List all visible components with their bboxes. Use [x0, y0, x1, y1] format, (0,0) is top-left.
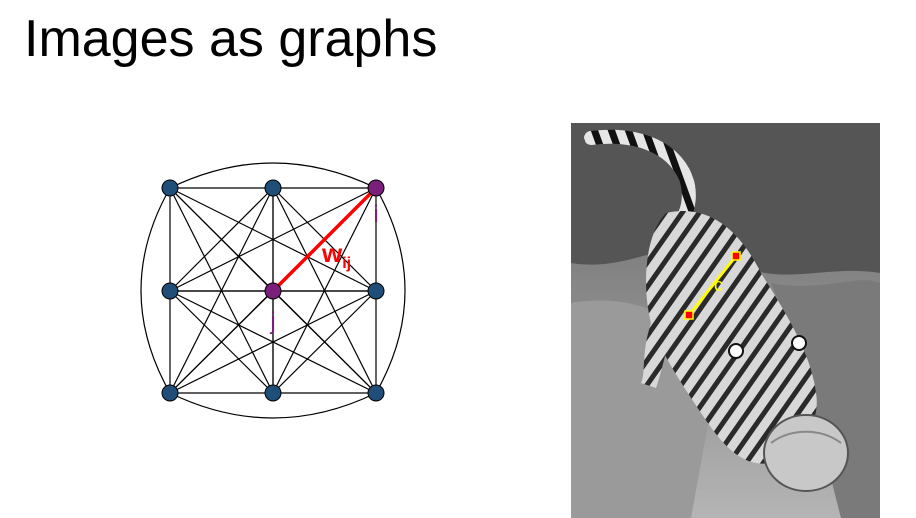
tiger-image: c — [571, 123, 880, 518]
graph-node — [367, 282, 385, 300]
edge-weight-label-sub: ij — [342, 255, 351, 272]
graph-node — [161, 282, 179, 300]
annotation-line — [687, 255, 738, 316]
ball — [763, 414, 849, 492]
tiger-head — [721, 333, 811, 433]
tiger-ear-left — [728, 343, 744, 359]
node-label-j: j — [269, 308, 275, 335]
graph-node — [161, 179, 179, 197]
node-label-i: i — [373, 201, 378, 228]
graph-node — [161, 384, 179, 402]
annotation-marker-start — [731, 251, 741, 261]
graph-edge-arc — [169, 162, 377, 189]
tiger-photo: c — [571, 123, 880, 518]
annotation-label: c — [714, 275, 723, 295]
graph-node — [264, 282, 282, 300]
tiger-ear-right — [791, 335, 807, 351]
rock-wall — [571, 123, 880, 275]
graph-edge-arc — [169, 392, 377, 419]
edge-weight-label: wij — [321, 238, 351, 272]
graph-edge — [169, 290, 377, 394]
graph-node — [264, 179, 282, 197]
graph-edge — [169, 290, 274, 394]
graph-edge — [272, 290, 377, 394]
edge-weight-label-main: w — [321, 238, 343, 268]
graph-edge — [169, 187, 274, 292]
tiger-leg — [641, 323, 671, 388]
graph-node — [264, 384, 282, 402]
ball-seam — [770, 430, 842, 444]
graph-edge — [169, 187, 377, 292]
annotation-marker-end — [684, 310, 694, 320]
graph-node — [367, 384, 385, 402]
graph-edge-arc — [375, 187, 406, 394]
highlighted-edge-wij — [271, 186, 378, 293]
graph-node — [367, 179, 385, 197]
graph-edge-arc — [140, 187, 171, 394]
slide-title: Images as graphs — [24, 10, 438, 68]
tiger-tail — [584, 129, 696, 225]
